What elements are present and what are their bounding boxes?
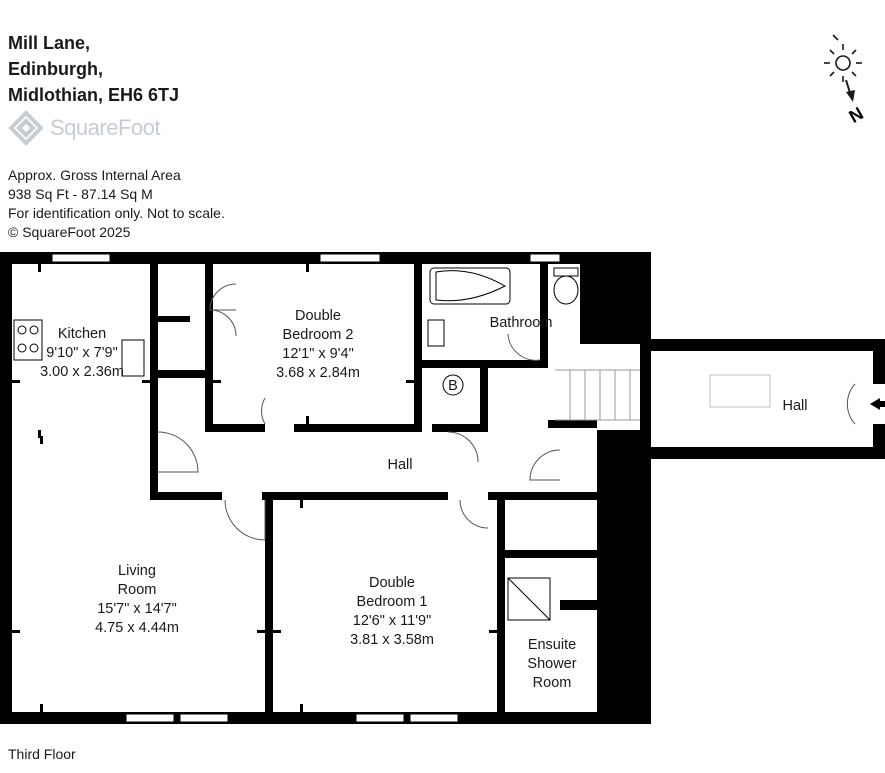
logo-mark-icon — [8, 110, 44, 146]
bath-sink — [427, 319, 445, 347]
compass: N — [824, 34, 867, 127]
fixtures — [13, 267, 771, 621]
kitchen-sink — [121, 339, 145, 377]
hob-fixture — [13, 319, 43, 361]
doors — [157, 283, 856, 541]
bedroom2-name-2: Bedroom 2 — [283, 327, 354, 343]
logo-text: SquareFoot — [50, 115, 160, 140]
squarefoot-logo: SquareFoot — [8, 108, 160, 148]
floor-label: Third Floor — [8, 746, 76, 762]
address-line-3: Midlothian, EH6 6TJ — [8, 85, 180, 105]
property-address: Mill Lane, Edinburgh, Midlothian, EH6 6T… — [8, 30, 179, 108]
sun-icon — [824, 34, 862, 82]
living-name-2: Room — [118, 582, 157, 598]
boiler-circle — [442, 374, 464, 396]
address-line-2: Edinburgh, — [8, 59, 103, 79]
bedroom1-name-1: Double — [369, 575, 415, 591]
living-imperial: 15'7" x 14'7" — [97, 601, 177, 617]
area-title: Approx. Gross Internal Area — [8, 167, 181, 183]
toilet-cistern — [553, 267, 579, 277]
walls — [0, 252, 885, 724]
boiler-label: B — [448, 378, 458, 394]
living-metric: 4.75 x 4.44m — [95, 620, 179, 636]
toilet-fixture — [553, 275, 579, 305]
room-labels: Kitchen 9'10" x 7'9" 3.00 x 2.36m Double… — [40, 308, 807, 691]
area-values: 938 Sq Ft - 87.14 Sq M — [8, 186, 153, 202]
area-info: Approx. Gross Internal Area 938 Sq Ft - … — [8, 166, 225, 242]
address-line-1: Mill Lane, — [8, 33, 91, 53]
bath-fixture — [429, 267, 511, 305]
bedroom2-imperial: 12'1" x 9'4" — [282, 346, 353, 362]
shower-tray — [507, 577, 551, 621]
bathroom-name: Bathroom — [490, 315, 553, 331]
ensuite-name-1: Ensuite — [528, 637, 576, 653]
bath-basin — [435, 270, 507, 302]
bedroom1-imperial: 12'6" x 11'9" — [353, 613, 431, 629]
east-hall-label: Hall — [783, 398, 808, 414]
bedroom2-metric: 3.68 x 2.84m — [276, 365, 360, 381]
ensuite-name-3: Room — [533, 675, 572, 691]
copyright: © SquareFoot 2025 — [8, 224, 131, 240]
kitchen-name: Kitchen — [58, 326, 106, 342]
living-name-1: Living — [118, 563, 156, 579]
stairs — [555, 369, 640, 421]
north-arrow-icon — [845, 79, 855, 102]
bedroom1-metric: 3.81 x 3.58m — [350, 632, 434, 648]
windows — [51, 253, 561, 723]
bedroom1-name-2: Bedroom 1 — [357, 594, 428, 610]
skylight — [709, 374, 771, 408]
kitchen-imperial: 9'10" x 7'9" — [46, 345, 117, 361]
dimension-ticks — [12, 264, 497, 712]
scale-disclaimer: For identification only. Not to scale. — [8, 205, 225, 221]
ensuite-name-2: Shower — [527, 656, 576, 672]
kitchen-metric: 3.00 x 2.36m — [40, 364, 124, 380]
hall-label: Hall — [388, 457, 413, 473]
bedroom2-name-1: Double — [295, 308, 341, 324]
